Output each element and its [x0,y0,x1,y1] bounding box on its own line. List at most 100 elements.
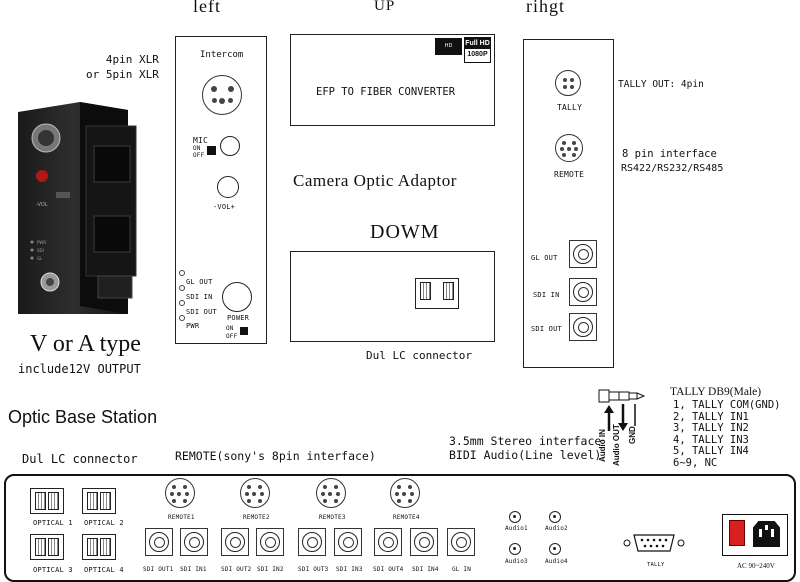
camera-optic-adaptor-title: Camera Optic Adaptor [293,171,457,190]
power-label: POWER [227,314,250,322]
audio2-jack[interactable] [549,511,561,523]
tally-pin-3: 3, TALLY IN2 [673,422,749,434]
audio4-label: Audio4 [545,558,568,565]
audio3-label: Audio3 [505,558,528,565]
eight-pin-note: 8 pin interface [622,148,717,160]
right-sdi-in-bnc[interactable] [569,278,597,306]
mic-switch[interactable] [207,146,216,155]
ac-inlet-socket[interactable] [753,521,780,547]
sdi-out3-bnc[interactable] [298,528,326,556]
dual-lc-connector[interactable] [415,278,459,309]
right-gl-out-label: GL OUT [531,254,558,262]
optical-3-label: OPTICAL 3 [33,566,73,574]
tally-connector[interactable] [555,70,581,96]
gl-in-bnc[interactable] [447,528,475,556]
remote-2-connector[interactable] [240,478,270,508]
sdi-in3-label: SDI IN3 [336,566,363,573]
right-remote-label: REMOTE [554,170,585,179]
optic-base-station-title: Optic Base Station [8,407,158,427]
intercom-label: Intercom [200,50,244,60]
audio2-label: Audio2 [545,525,568,532]
tally-pin-4: 4, TALLY IN3 [673,433,749,446]
optical-1-connector[interactable] [30,488,64,514]
left-gl-out-label: GL OUT [186,278,213,286]
mic-label: MIC [193,136,209,145]
sdi-in1-bnc[interactable] [180,528,208,556]
audio4-jack[interactable] [549,543,561,555]
power-button[interactable] [222,282,252,312]
remote-4-connector[interactable] [390,478,420,508]
audio-out-label: Audio OUT [612,424,621,466]
svg-text:GL: GL [37,256,43,261]
gl-out-led [179,270,185,276]
remote-1-connector[interactable] [165,478,195,508]
pwr-led [179,315,185,321]
power-switch[interactable] [240,327,248,335]
sdi-in2-label: SDI IN2 [257,566,284,573]
down-side-panel [290,251,495,342]
optical-4-connector[interactable] [82,534,116,560]
remote-3-connector[interactable] [316,478,346,508]
sdi-out1-label: SDI OUT1 [143,566,174,573]
gl-in-label: GL IN [452,566,472,573]
remote-connector[interactable] [555,134,583,162]
stereo-plug-diagram [598,386,650,406]
audio1-jack[interactable] [509,511,521,523]
mic-jack[interactable] [220,136,240,156]
sdi-in2-bnc[interactable] [256,528,284,556]
power-off-label: OFF [226,333,238,340]
sdi-in4-label: SDI IN4 [412,566,439,573]
remote-4-label: REMOTE4 [393,514,420,521]
rs-protocol-note: RS422/RS232/RS485 [621,163,724,174]
down-heading: DOWM [370,221,440,243]
tally-pin-list: 1, TALLY COM(GND) 2, TALLY IN1 3, TALLY … [673,399,781,469]
camera-adaptor-device-image: -VOL PWR SDI GL [10,96,160,320]
full-hd-badge: Full HD 1080P [464,37,491,63]
ac-voltage-label: AC 90~240V [737,562,775,570]
audio1-label: Audio1 [505,525,528,532]
left-pwr-label: PWR [186,322,200,330]
tally-pin-1: 1, TALLY COM(GND) [673,399,781,411]
stereo-interface-note: 3.5mm Stereo interface [449,434,602,448]
power-on-label: ON [226,325,234,332]
sdi-in1-label: SDI IN1 [180,566,207,573]
sdi-out2-bnc[interactable] [221,528,249,556]
optical-1-label: OPTICAL 1 [33,519,73,527]
remote-3-label: REMOTE3 [319,514,346,521]
remote-1-label: REMOTE1 [168,514,195,521]
xlr-note: 4pin XLR or 5pin XLR [86,53,159,81]
sdi-out3-label: SDI OUT3 [298,566,329,573]
sdi-in4-bnc[interactable] [410,528,438,556]
sdi-in3-bnc[interactable] [334,528,362,556]
svg-text:-VOL: -VOL [36,202,48,208]
tally-db9-title: TALLY DB9(Male) [670,386,762,398]
audio3-jack[interactable] [509,543,521,555]
sdi-out1-bnc[interactable] [145,528,173,556]
sdi-out4-label: SDI OUT4 [373,566,404,573]
right-tally-label: TALLY [557,103,583,112]
hd-resolution-text: 1080P [467,51,488,58]
tally-pin-5: 5, TALLY IN4 [673,445,749,457]
optical-2-connector[interactable] [82,488,116,514]
tally-pin-6-9: 6~9, NC [673,456,718,469]
tally-db9-connector[interactable] [622,532,686,554]
sdi-out4-bnc[interactable] [374,528,402,556]
remote-2-label: REMOTE2 [243,514,270,521]
right-gl-out-bnc[interactable] [569,240,597,268]
converter-title: EFP TO FIBER CONVERTER [316,86,456,98]
volume-knob[interactable] [217,176,239,198]
right-sdi-out-bnc[interactable] [569,313,597,341]
gnd-label: GND [628,426,637,444]
svg-text:SDI: SDI [37,248,44,253]
up-heading: UP [374,0,396,14]
right-heading: rihgt [526,0,565,16]
optical-3-connector[interactable] [30,534,64,560]
left-sdi-in-label: SDI IN [186,293,213,301]
tally-out-note: TALLY OUT: 4pin [618,79,704,90]
intercom-xlr-connector[interactable] [202,75,242,115]
optical-2-label: OPTICAL 2 [84,519,124,527]
dual-lc-caption: Dul LC connector [366,349,472,362]
sdi-in-led [179,285,185,291]
sdi-out-led [179,300,185,306]
ac-power-switch[interactable] [729,520,745,546]
